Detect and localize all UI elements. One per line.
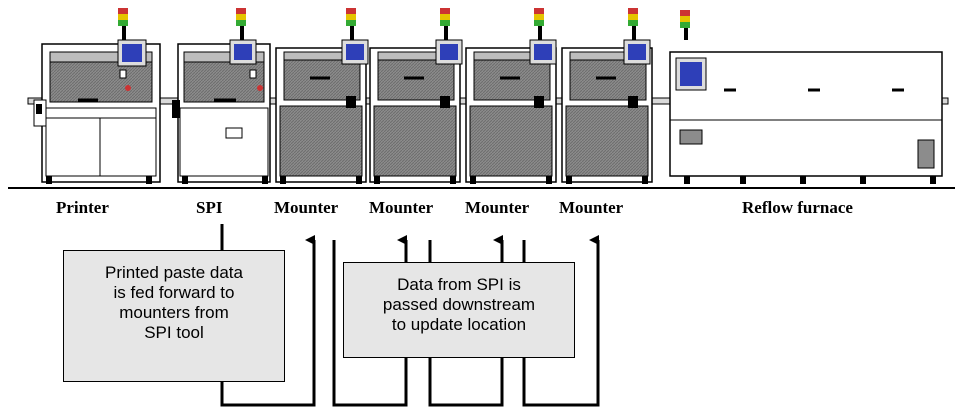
note-downstream-line-3: to update location [391,315,527,334]
note-downstream-line-1: Data from SPI is [397,275,521,294]
note-feed-forward: Printed paste data is fed forward to mou… [63,250,285,382]
mounter-1-machine [275,8,369,184]
spi-machine [172,8,271,184]
reflow-furnace-machine [669,10,943,184]
mounter-2-machine [369,8,463,184]
mounter-4-machine [561,8,653,184]
mounter-3-machine [465,8,557,184]
note-feed-forward-line-4: SPI tool [144,323,204,342]
note-feed-forward-line-2: is fed forward to [113,283,235,302]
note-downstream-line-2: passed downstream [382,295,536,314]
arrow-to-mounter-1 [220,235,316,407]
label-spi: SPI [196,198,223,217]
label-mounter-2: Mounter [369,198,434,217]
printer-monitor [117,8,147,91]
note-feed-forward-line-3: mounters from [119,303,229,322]
label-printer: Printer [56,198,109,217]
printer-machine [33,43,161,184]
label-reflow-furnace: Reflow furnace [742,198,853,217]
label-mounter-4: Mounter [559,198,624,217]
note-downstream: Data from SPI is passed downstream to up… [343,262,575,358]
label-mounter-3: Mounter [465,198,530,217]
note-feed-forward-line-1: Printed paste data [105,263,243,282]
label-mounter-1: Mounter [274,198,339,217]
